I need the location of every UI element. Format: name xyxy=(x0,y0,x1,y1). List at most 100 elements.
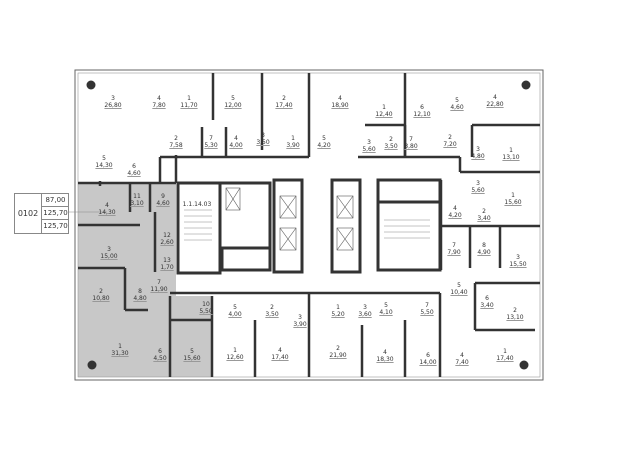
room-area: 5,60 xyxy=(362,146,376,153)
room-area: 14,30 xyxy=(95,162,113,169)
room-area: 15,50 xyxy=(509,261,527,268)
room-area: 3,50 xyxy=(265,311,279,318)
room-number: 1 xyxy=(382,104,386,111)
room-number: 4 xyxy=(157,95,161,102)
room-area: 17,40 xyxy=(271,354,289,361)
room-area: 18,30 xyxy=(376,356,394,363)
room-area: 21,90 xyxy=(329,352,347,359)
room-number: 4 xyxy=(493,94,497,101)
room-area: 4,80 xyxy=(471,153,485,160)
building-outline xyxy=(74,69,544,381)
room-area: 2,60 xyxy=(160,239,174,246)
room-area: 4,50 xyxy=(153,355,167,362)
room-area: 4,00 xyxy=(229,142,243,149)
room-area: 5,50 xyxy=(420,309,434,316)
walls xyxy=(78,73,540,377)
room-area: 5,50 xyxy=(199,308,213,315)
room-number: 1 xyxy=(336,304,340,311)
room-number: 1 xyxy=(511,192,515,199)
room-area: 3,90 xyxy=(293,321,307,328)
room-number: 6 xyxy=(420,104,424,111)
room-area: 4,60 xyxy=(450,104,464,111)
room-number: 6 xyxy=(132,163,136,170)
room-number: 3 xyxy=(111,95,115,102)
room-number: 5 xyxy=(231,95,235,102)
room-area: 31,30 xyxy=(111,350,129,357)
room-area: 3,40 xyxy=(477,215,491,222)
room-area: 13,10 xyxy=(506,314,524,321)
room-number: 8 xyxy=(482,242,486,249)
room-number: 3 xyxy=(261,132,265,139)
elevators xyxy=(225,187,354,251)
room-area: 3,40 xyxy=(480,302,494,309)
apartment-info-table[interactable]: 0102 87,00 125,70 125,70 xyxy=(14,193,69,234)
room-number: 5 xyxy=(384,302,388,309)
room-number: 4 xyxy=(453,205,457,212)
selected-apartment-0102[interactable] xyxy=(78,183,212,377)
room-area: 4,10 xyxy=(379,309,393,316)
room-area: 4,80 xyxy=(133,295,147,302)
